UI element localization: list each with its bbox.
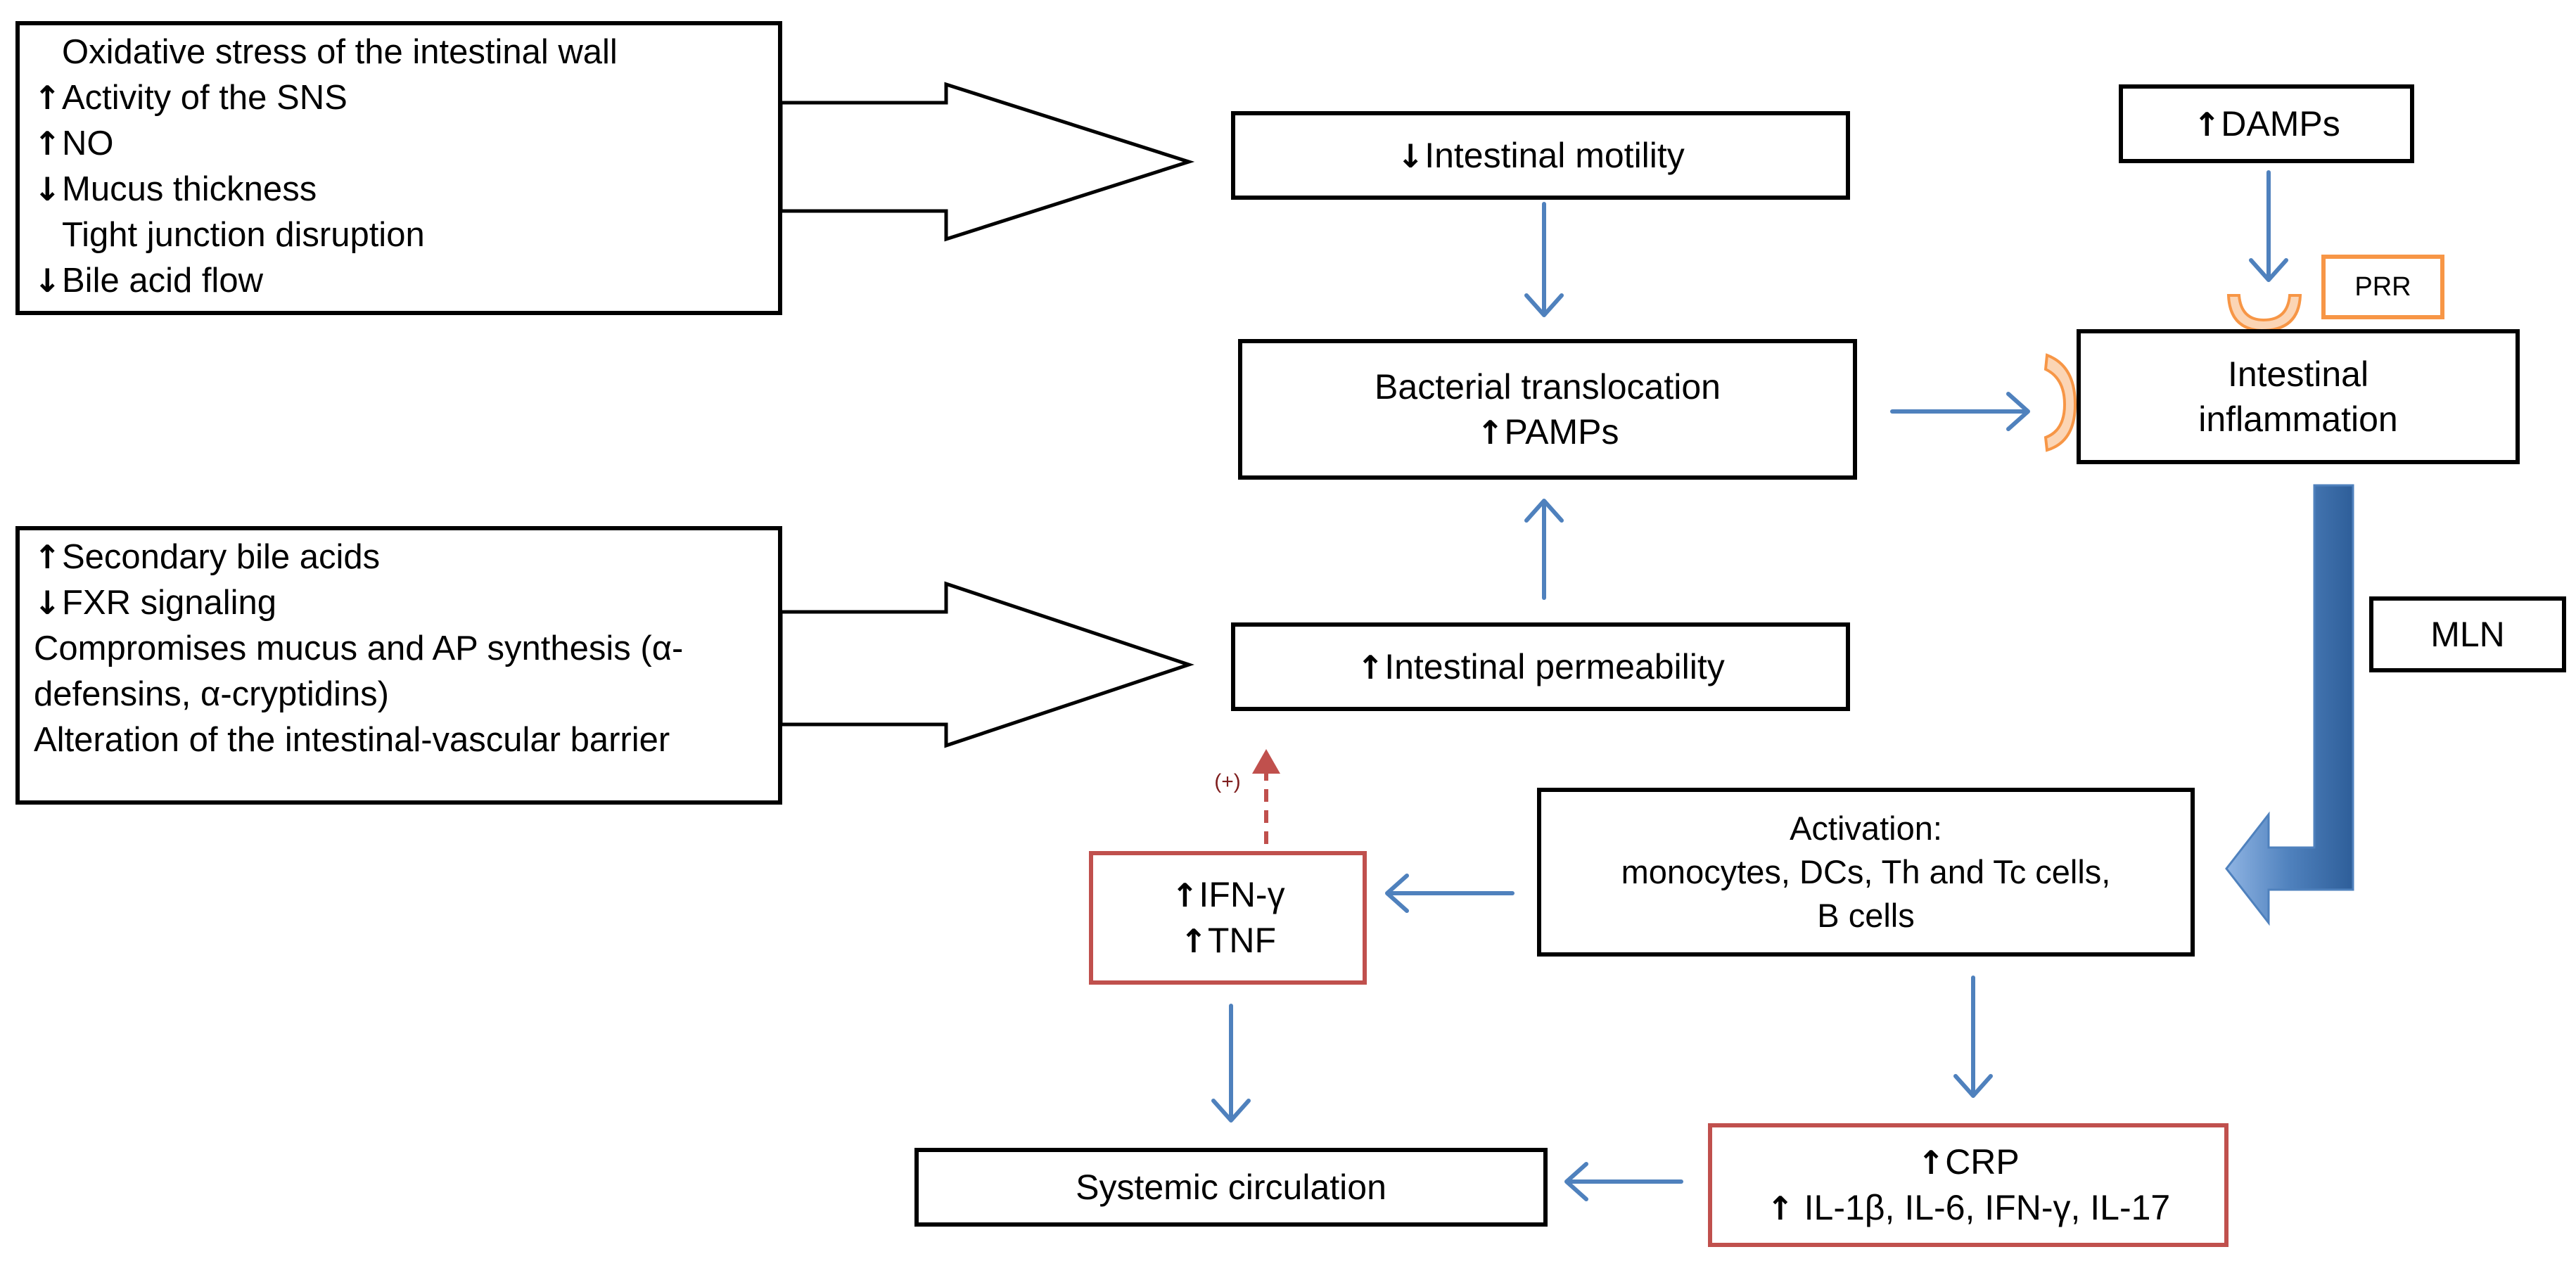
crp-label: ↑CRP bbox=[1917, 1142, 2020, 1182]
tnf-label: ↑TNF bbox=[1180, 921, 1277, 960]
intestinal-inflammation-box: Intestinal inflammation bbox=[2077, 329, 2520, 464]
prr-receptor-left bbox=[2043, 353, 2077, 452]
big-arrow-top bbox=[779, 82, 1195, 242]
factor-item: ↓Bile acid flow bbox=[34, 262, 263, 300]
systemic-circulation-box: Systemic circulation bbox=[914, 1148, 1548, 1227]
ifn-tnf-box: ↑IFN-γ ↑TNF bbox=[1089, 851, 1367, 985]
mln-label: MLN bbox=[2430, 615, 2505, 654]
factor-item: Alteration of the intestinal-vascular ba… bbox=[34, 721, 670, 759]
factor-item: Oxidative stress of the intestinal wall bbox=[62, 33, 618, 71]
pamps-label: ↑PAMPs bbox=[1477, 411, 1619, 452]
intestinal-motility-label: ↓Intestinal motility bbox=[1396, 135, 1685, 175]
big-arrow-bottom bbox=[779, 581, 1194, 748]
damps-label: ↑DAMPs bbox=[2193, 103, 2340, 143]
factor-item: Compromises mucus and AP synthesis (α-de… bbox=[34, 629, 684, 713]
contributing-factors-box-top: Oxidative stress of the intestinal wall … bbox=[15, 21, 782, 315]
prr-box: PRR bbox=[2321, 255, 2444, 319]
inflammation-label: inflammation bbox=[2198, 399, 2398, 439]
bacterial-translocation-box: Bacterial translocation ↑PAMPs bbox=[1238, 339, 1857, 480]
activation-cells-line: monocytes, DCs, Th and Tc cells, bbox=[1621, 853, 2111, 890]
factor-item: ↓Mucus thickness bbox=[34, 170, 317, 208]
positive-feedback-label: (+) bbox=[1206, 770, 1249, 798]
factor-item: ↑Secondary bile acids bbox=[34, 538, 381, 576]
factor-item: Tight junction disruption bbox=[62, 216, 425, 254]
interleukins-label: ↑ IL-1β, IL-6, IFN-γ, IL-17 bbox=[1766, 1188, 2171, 1227]
mln-arrow bbox=[2225, 484, 2354, 926]
prr-receptor-top bbox=[2226, 294, 2302, 333]
mln-box: MLN bbox=[2369, 596, 2566, 672]
ifn-gamma-label: ↑IFN-γ bbox=[1171, 875, 1285, 914]
intestinal-permeability-label: ↑Intestinal permeability bbox=[1356, 646, 1725, 686]
activation-box: Activation: monocytes, DCs, Th and Tc ce… bbox=[1537, 788, 2195, 957]
factor-item: ↑Activity of the SNS bbox=[34, 79, 347, 117]
damps-box: ↑DAMPs bbox=[2119, 84, 2414, 163]
crp-cytokines-box: ↑CRP ↑ IL-1β, IL-6, IFN-γ, IL-17 bbox=[1708, 1123, 2229, 1247]
activation-title: Activation: bbox=[1790, 810, 1942, 847]
factor-item: ↑NO bbox=[34, 124, 114, 162]
intestinal-motility-box: ↓Intestinal motility bbox=[1231, 111, 1850, 200]
prr-label: PRR bbox=[2354, 271, 2411, 302]
activation-bcells-line: B cells bbox=[1817, 897, 1915, 934]
systemic-circulation-label: Systemic circulation bbox=[1076, 1168, 1386, 1207]
bacterial-translocation-label: Bacterial translocation bbox=[1375, 366, 1721, 407]
intestinal-label: Intestinal bbox=[2227, 354, 2369, 394]
contributing-factors-box-bottom: ↑Secondary bile acids ↓FXR signaling Com… bbox=[15, 526, 782, 805]
factor-item: ↓FXR signaling bbox=[34, 584, 277, 622]
intestinal-permeability-box: ↑Intestinal permeability bbox=[1231, 622, 1850, 711]
